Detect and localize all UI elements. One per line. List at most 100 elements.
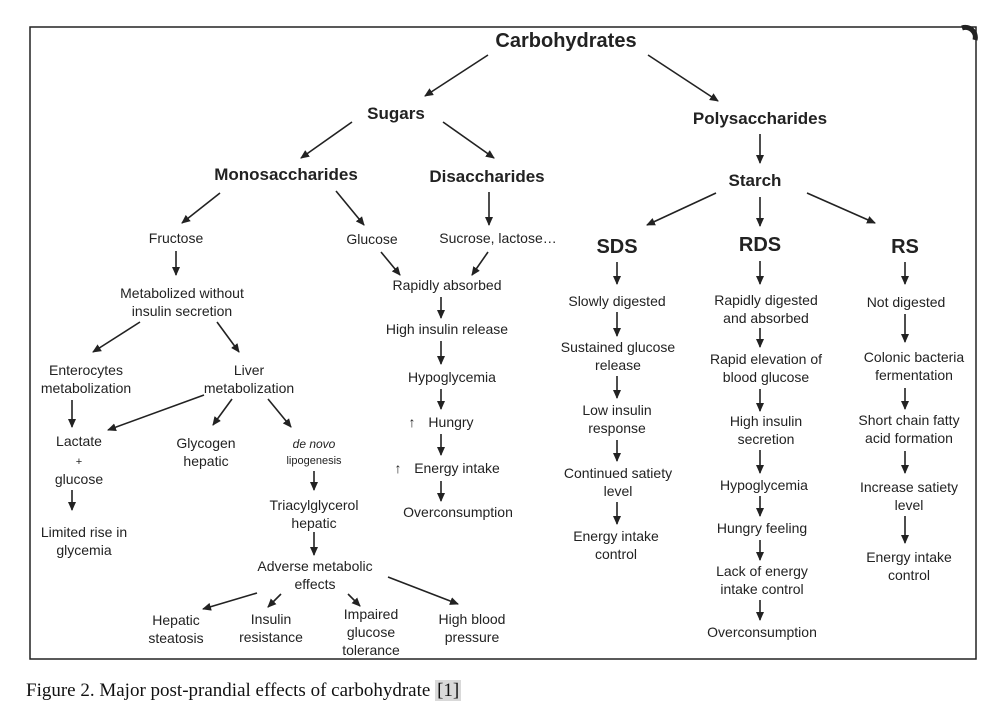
svg-text:blood glucose: blood glucose — [723, 369, 810, 385]
up-arrow-icon: ↑ — [409, 414, 416, 430]
svg-text:Enterocytes: Enterocytes — [49, 362, 123, 378]
overconsumption-node: Overconsumption — [403, 504, 513, 520]
monosaccharides-node: Monosaccharides — [214, 165, 358, 184]
enterocytes-node: Enterocytes metabolization — [41, 362, 131, 396]
svg-text:Lack of energy: Lack of energy — [716, 563, 808, 579]
slowly-digested-node: Slowly digested — [568, 293, 665, 309]
svg-text:Short chain fatty: Short chain fatty — [858, 412, 959, 428]
caption-text: Figure 2. Major post-prandial effects of… — [26, 680, 436, 701]
short-chain-fatty-acid-node: Short chain fatty acid formation — [858, 412, 959, 446]
svg-text:Rapidly digested: Rapidly digested — [714, 292, 818, 308]
svg-text:hepatic: hepatic — [183, 453, 228, 469]
svg-text:+: + — [76, 456, 82, 468]
energy-intake-control-sds-node: Energy intake control — [573, 528, 659, 562]
low-insulin-node: Low insulin response — [582, 402, 651, 436]
svg-text:de novo: de novo — [293, 437, 336, 451]
hungry-feeling-node: Hungry feeling — [717, 520, 807, 536]
svg-text:level: level — [895, 497, 924, 513]
insulin-resistance-node: Insulin resistance — [239, 611, 303, 645]
svg-text:Continued satiety: Continued satiety — [564, 465, 672, 481]
svg-text:hepatic: hepatic — [291, 515, 336, 531]
hypoglycemia-node: Hypoglycemia — [408, 369, 496, 385]
svg-text:Colonic bacteria: Colonic bacteria — [864, 349, 965, 365]
glucose-node: Glucose — [346, 231, 398, 247]
svg-text:secretion: secretion — [738, 431, 795, 447]
svg-text:effects: effects — [295, 576, 336, 592]
rapidly-digested-node: Rapidly digested and absorbed — [714, 292, 818, 326]
svg-text:Rapid elevation of: Rapid elevation of — [710, 351, 822, 367]
svg-text:tolerance: tolerance — [342, 642, 400, 658]
svg-text:glycemia: glycemia — [56, 542, 111, 558]
svg-text:Lactate: Lactate — [56, 433, 102, 449]
svg-text:Glycogen: Glycogen — [176, 435, 235, 451]
up-arrow-icon: ↑ — [395, 460, 402, 476]
liver-node: Liver metabolization — [204, 362, 294, 396]
svg-text:intake control: intake control — [720, 581, 803, 597]
svg-text:High insulin: High insulin — [730, 413, 802, 429]
svg-text:Sustained glucose: Sustained glucose — [561, 339, 676, 355]
arrows — [68, 54, 909, 621]
disaccharides-node: Disaccharides — [429, 167, 544, 186]
high-insulin-secretion-node: High insulin secretion — [730, 413, 802, 447]
hypoglycemia-rds-node: Hypoglycemia — [720, 477, 808, 493]
fructose-node: Fructose — [149, 230, 204, 246]
citation-link[interactable]: [1] — [435, 680, 462, 701]
svg-text:control: control — [888, 567, 930, 583]
svg-text:High blood: High blood — [439, 611, 506, 627]
not-digested-node: Not digested — [867, 294, 946, 310]
svg-text:and absorbed: and absorbed — [723, 310, 809, 326]
svg-text:Insulin: Insulin — [251, 611, 291, 627]
svg-text:Liver: Liver — [234, 362, 265, 378]
colonic-bacteria-node: Colonic bacteria fermentation — [864, 349, 965, 383]
svg-text:lipogenesis: lipogenesis — [286, 455, 342, 467]
svg-text:Impaired: Impaired — [344, 606, 398, 622]
energy-intake-node: Energy intake — [414, 460, 500, 476]
sugars-node: Sugars — [367, 104, 425, 123]
overconsumption-rds-node: Overconsumption — [707, 624, 817, 640]
rs-node: RS — [891, 236, 919, 258]
svg-text:Adverse metabolic: Adverse metabolic — [257, 558, 372, 574]
svg-text:Limited rise in: Limited rise in — [41, 524, 127, 540]
lack-energy-node: Lack of energy intake control — [716, 563, 808, 597]
svg-text:resistance: resistance — [239, 629, 303, 645]
svg-text:acid formation: acid formation — [865, 430, 953, 446]
svg-text:response: response — [588, 420, 646, 436]
svg-text:Low insulin: Low insulin — [582, 402, 651, 418]
sds-node: SDS — [596, 236, 637, 258]
rapidly-absorbed-node: Rapidly absorbed — [393, 277, 502, 293]
svg-text:Metabolized without: Metabolized without — [120, 285, 244, 301]
de-novo-node: de novo lipogenesis — [286, 437, 342, 467]
svg-text:release: release — [595, 357, 641, 373]
svg-text:glucose: glucose — [55, 471, 103, 487]
sustained-glucose-node: Sustained glucose release — [561, 339, 676, 373]
svg-text:Energy intake: Energy intake — [573, 528, 659, 544]
carbohydrates-node: Carbohydrates — [495, 30, 636, 52]
glycogen-node: Glycogen hepatic — [176, 435, 235, 469]
diagram-border — [29, 26, 977, 660]
rds-node: RDS — [739, 234, 781, 256]
svg-text:pressure: pressure — [445, 629, 500, 645]
svg-text:fermentation: fermentation — [875, 367, 953, 383]
high-insulin-release-node: High insulin release — [386, 321, 508, 337]
limited-rise-node: Limited rise in glycemia — [41, 524, 127, 558]
polysaccharides-node: Polysaccharides — [693, 109, 827, 128]
svg-text:Increase satiety: Increase satiety — [860, 479, 958, 495]
svg-text:control: control — [595, 546, 637, 562]
triacylglycerol-node: Triacylglycerol hepatic — [270, 497, 359, 531]
svg-text:metabolization: metabolization — [41, 380, 131, 396]
rapid-elevation-node: Rapid elevation of blood glucose — [710, 351, 822, 385]
metabolized-node: Metabolized without insulin secretion — [120, 285, 244, 319]
svg-text:glucose: glucose — [347, 624, 395, 640]
svg-text:metabolization: metabolization — [204, 380, 294, 396]
impaired-glucose-node: Impaired glucose tolerance — [342, 606, 400, 658]
corner-mark — [961, 24, 978, 41]
sucrose-lactose-node: Sucrose, lactose… — [439, 230, 557, 246]
high-blood-pressure-node: High blood pressure — [439, 611, 506, 645]
adverse-effects-node: Adverse metabolic effects — [257, 558, 372, 592]
hepatic-steatosis-node: Hepatic steatosis — [148, 612, 203, 646]
svg-text:Hepatic: Hepatic — [152, 612, 199, 628]
continued-satiety-node: Continued satiety level — [564, 465, 672, 499]
svg-text:Triacylglycerol: Triacylglycerol — [270, 497, 359, 513]
svg-text:steatosis: steatosis — [148, 630, 203, 646]
